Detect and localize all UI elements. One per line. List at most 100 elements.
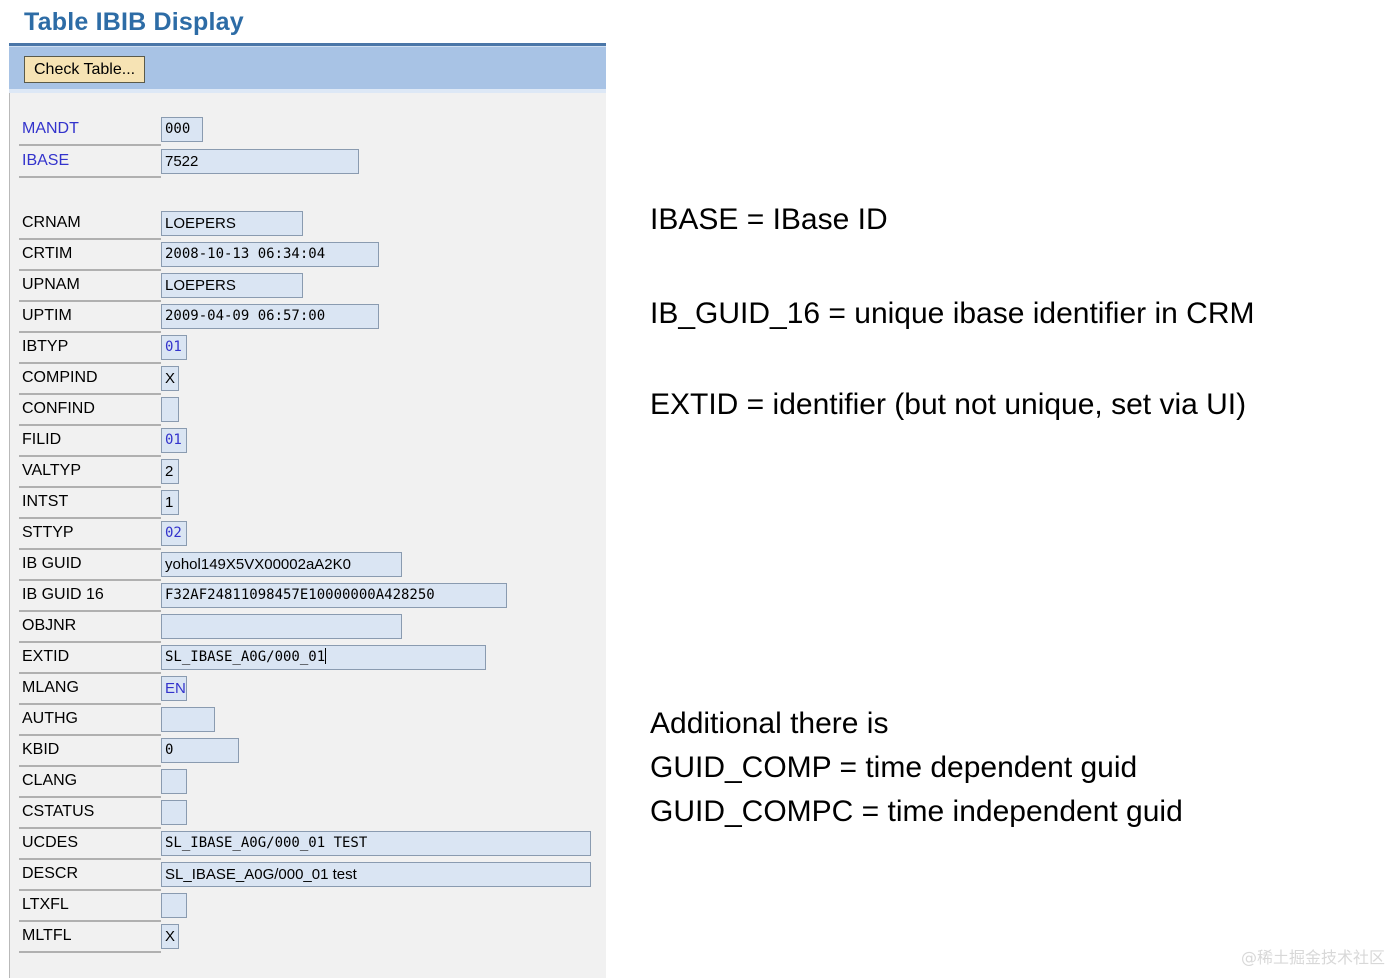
field-row: UCDES SL_IBASE_A0G/000_01 TEST: [10, 829, 607, 860]
field-underline: [19, 672, 161, 674]
field-row: CRTIM 2008-10-13 06:34:04: [10, 240, 607, 271]
field-input-mandt[interactable]: 000: [161, 117, 203, 142]
field-underline: [19, 517, 161, 519]
field-underline: [19, 951, 161, 953]
field-underline: [19, 331, 161, 333]
field-underline: [19, 269, 161, 271]
field-input-sttyp[interactable]: 02: [161, 521, 187, 546]
field-label-mlang: MLANG: [22, 679, 79, 696]
field-row: STTYP 02: [10, 519, 607, 550]
field-label-ib-guid: IB GUID: [22, 555, 82, 572]
field-label-sttyp: STTYP: [22, 524, 74, 541]
field-underline: [19, 486, 161, 488]
field-label-ibase: IBASE: [22, 152, 70, 169]
field-underline: [19, 238, 161, 240]
field-input-uptim[interactable]: 2009-04-09 06:57:00: [161, 304, 379, 329]
field-input-ibtyp[interactable]: 01: [161, 335, 187, 360]
field-input-mlang[interactable]: EN: [161, 676, 187, 701]
field-input-mltfl[interactable]: X: [161, 924, 179, 949]
field-row: CRNAM LOEPERS: [10, 209, 607, 240]
field-label-descr: DESCR: [22, 865, 79, 882]
field-underline: [19, 144, 161, 146]
field-label-mandt: MANDT: [22, 120, 79, 137]
field-label-ibtyp: IBTYP: [22, 338, 69, 355]
annotation-line: Additional there is: [650, 707, 889, 740]
title-divider: [9, 43, 606, 46]
field-input-descr[interactable]: SL_IBASE_A0G/000_01 test: [161, 862, 591, 887]
field-input-valtyp[interactable]: 2: [161, 459, 179, 484]
field-underline: [19, 827, 161, 829]
annotation-line: IB_GUID_16 = unique ibase identifier in …: [650, 297, 1255, 330]
field-input-ltxfl[interactable]: [161, 893, 187, 918]
field-input-ib-guid[interactable]: yohol149X5VX00002aA2K0: [161, 552, 402, 577]
field-input-intst[interactable]: 1: [161, 490, 179, 515]
annotation-line: EXTID = identifier (but not unique, set …: [650, 388, 1247, 421]
field-underline: [19, 362, 161, 364]
field-label-ltxfl: LTXFL: [22, 896, 69, 913]
field-label-compind: COMPIND: [22, 369, 98, 386]
field-underline: [19, 920, 161, 922]
text-cursor: [325, 648, 327, 664]
field-underline: [19, 548, 161, 550]
field-underline: [19, 703, 161, 705]
field-label-confind: CONFIND: [22, 400, 95, 417]
field-input-compind[interactable]: X: [161, 366, 179, 391]
field-input-authg[interactable]: [161, 707, 215, 732]
toolbar-underline: [9, 89, 606, 93]
field-label-crnam: CRNAM: [22, 214, 81, 231]
field-row: AUTHG: [10, 705, 607, 736]
annotation-line: GUID_COMP = time dependent guid: [650, 751, 1138, 784]
annotation-line: IBASE = IBase ID: [650, 203, 888, 236]
field-label-crtim: CRTIM: [22, 245, 73, 262]
field-row: INTST 1: [10, 488, 607, 519]
field-row: DESCR SL_IBASE_A0G/000_01 test: [10, 860, 607, 891]
watermark: @稀土掘金技术社区: [1240, 948, 1385, 967]
field-input-confind[interactable]: [161, 397, 179, 422]
field-row: IBTYP 01: [10, 333, 607, 364]
field-input-objnr[interactable]: [161, 614, 402, 639]
field-input-extid[interactable]: SL_IBASE_A0G/000_01: [161, 645, 486, 670]
field-input-upnam[interactable]: LOEPERS: [161, 273, 303, 298]
field-input-cstatus[interactable]: [161, 800, 187, 825]
field-input-ib-guid-16[interactable]: F32AF24811098457E10000000A428250: [161, 583, 507, 608]
sap-table-display-panel: Table IBIB Display Check Table... MANDT 0…: [0, 0, 606, 978]
field-underline: [19, 300, 161, 302]
field-underline: [19, 641, 161, 643]
field-row: IB GUID yohol149X5VX00002aA2K0: [10, 550, 607, 581]
field-label-authg: AUTHG: [22, 710, 78, 727]
field-underline: [19, 610, 161, 612]
field-row: EXTID SL_IBASE_A0G/000_01: [10, 643, 607, 674]
field-label-cstatus: CSTATUS: [22, 803, 95, 820]
field-label-mltfl: MLTFL: [22, 927, 72, 944]
field-underline: [19, 765, 161, 767]
field-label-intst: INTST: [22, 493, 69, 510]
field-row: MLTFL X: [10, 922, 607, 953]
field-underline: [19, 889, 161, 891]
field-underline: [19, 424, 161, 426]
field-row: IBASE 7522: [10, 147, 607, 178]
field-input-kbid[interactable]: 0: [161, 738, 239, 763]
page-title: Table IBIB Display: [24, 8, 244, 36]
check-table-button[interactable]: Check Table...: [24, 56, 146, 83]
field-input-filid[interactable]: 01: [161, 428, 187, 453]
field-row: OBJNR: [10, 612, 607, 643]
field-input-crnam[interactable]: LOEPERS: [161, 211, 303, 236]
annotation-line: GUID_COMPC = time independent guid: [650, 795, 1183, 828]
field-label-ucdes: UCDES: [22, 834, 79, 851]
field-underline: [19, 796, 161, 798]
field-row: MLANG EN: [10, 674, 607, 705]
field-input-crtim[interactable]: 2008-10-13 06:34:04: [161, 242, 379, 267]
field-label-upnam: UPNAM: [22, 276, 80, 293]
field-underline: [19, 579, 161, 581]
field-underline: [19, 393, 161, 395]
field-label-extid: EXTID: [22, 648, 70, 665]
field-row: CONFIND: [10, 395, 607, 426]
field-input-ibase[interactable]: 7522: [161, 149, 359, 174]
field-input-ucdes[interactable]: SL_IBASE_A0G/000_01 TEST: [161, 831, 591, 856]
field-input-clang[interactable]: [161, 769, 187, 794]
field-row: LTXFL: [10, 891, 607, 922]
